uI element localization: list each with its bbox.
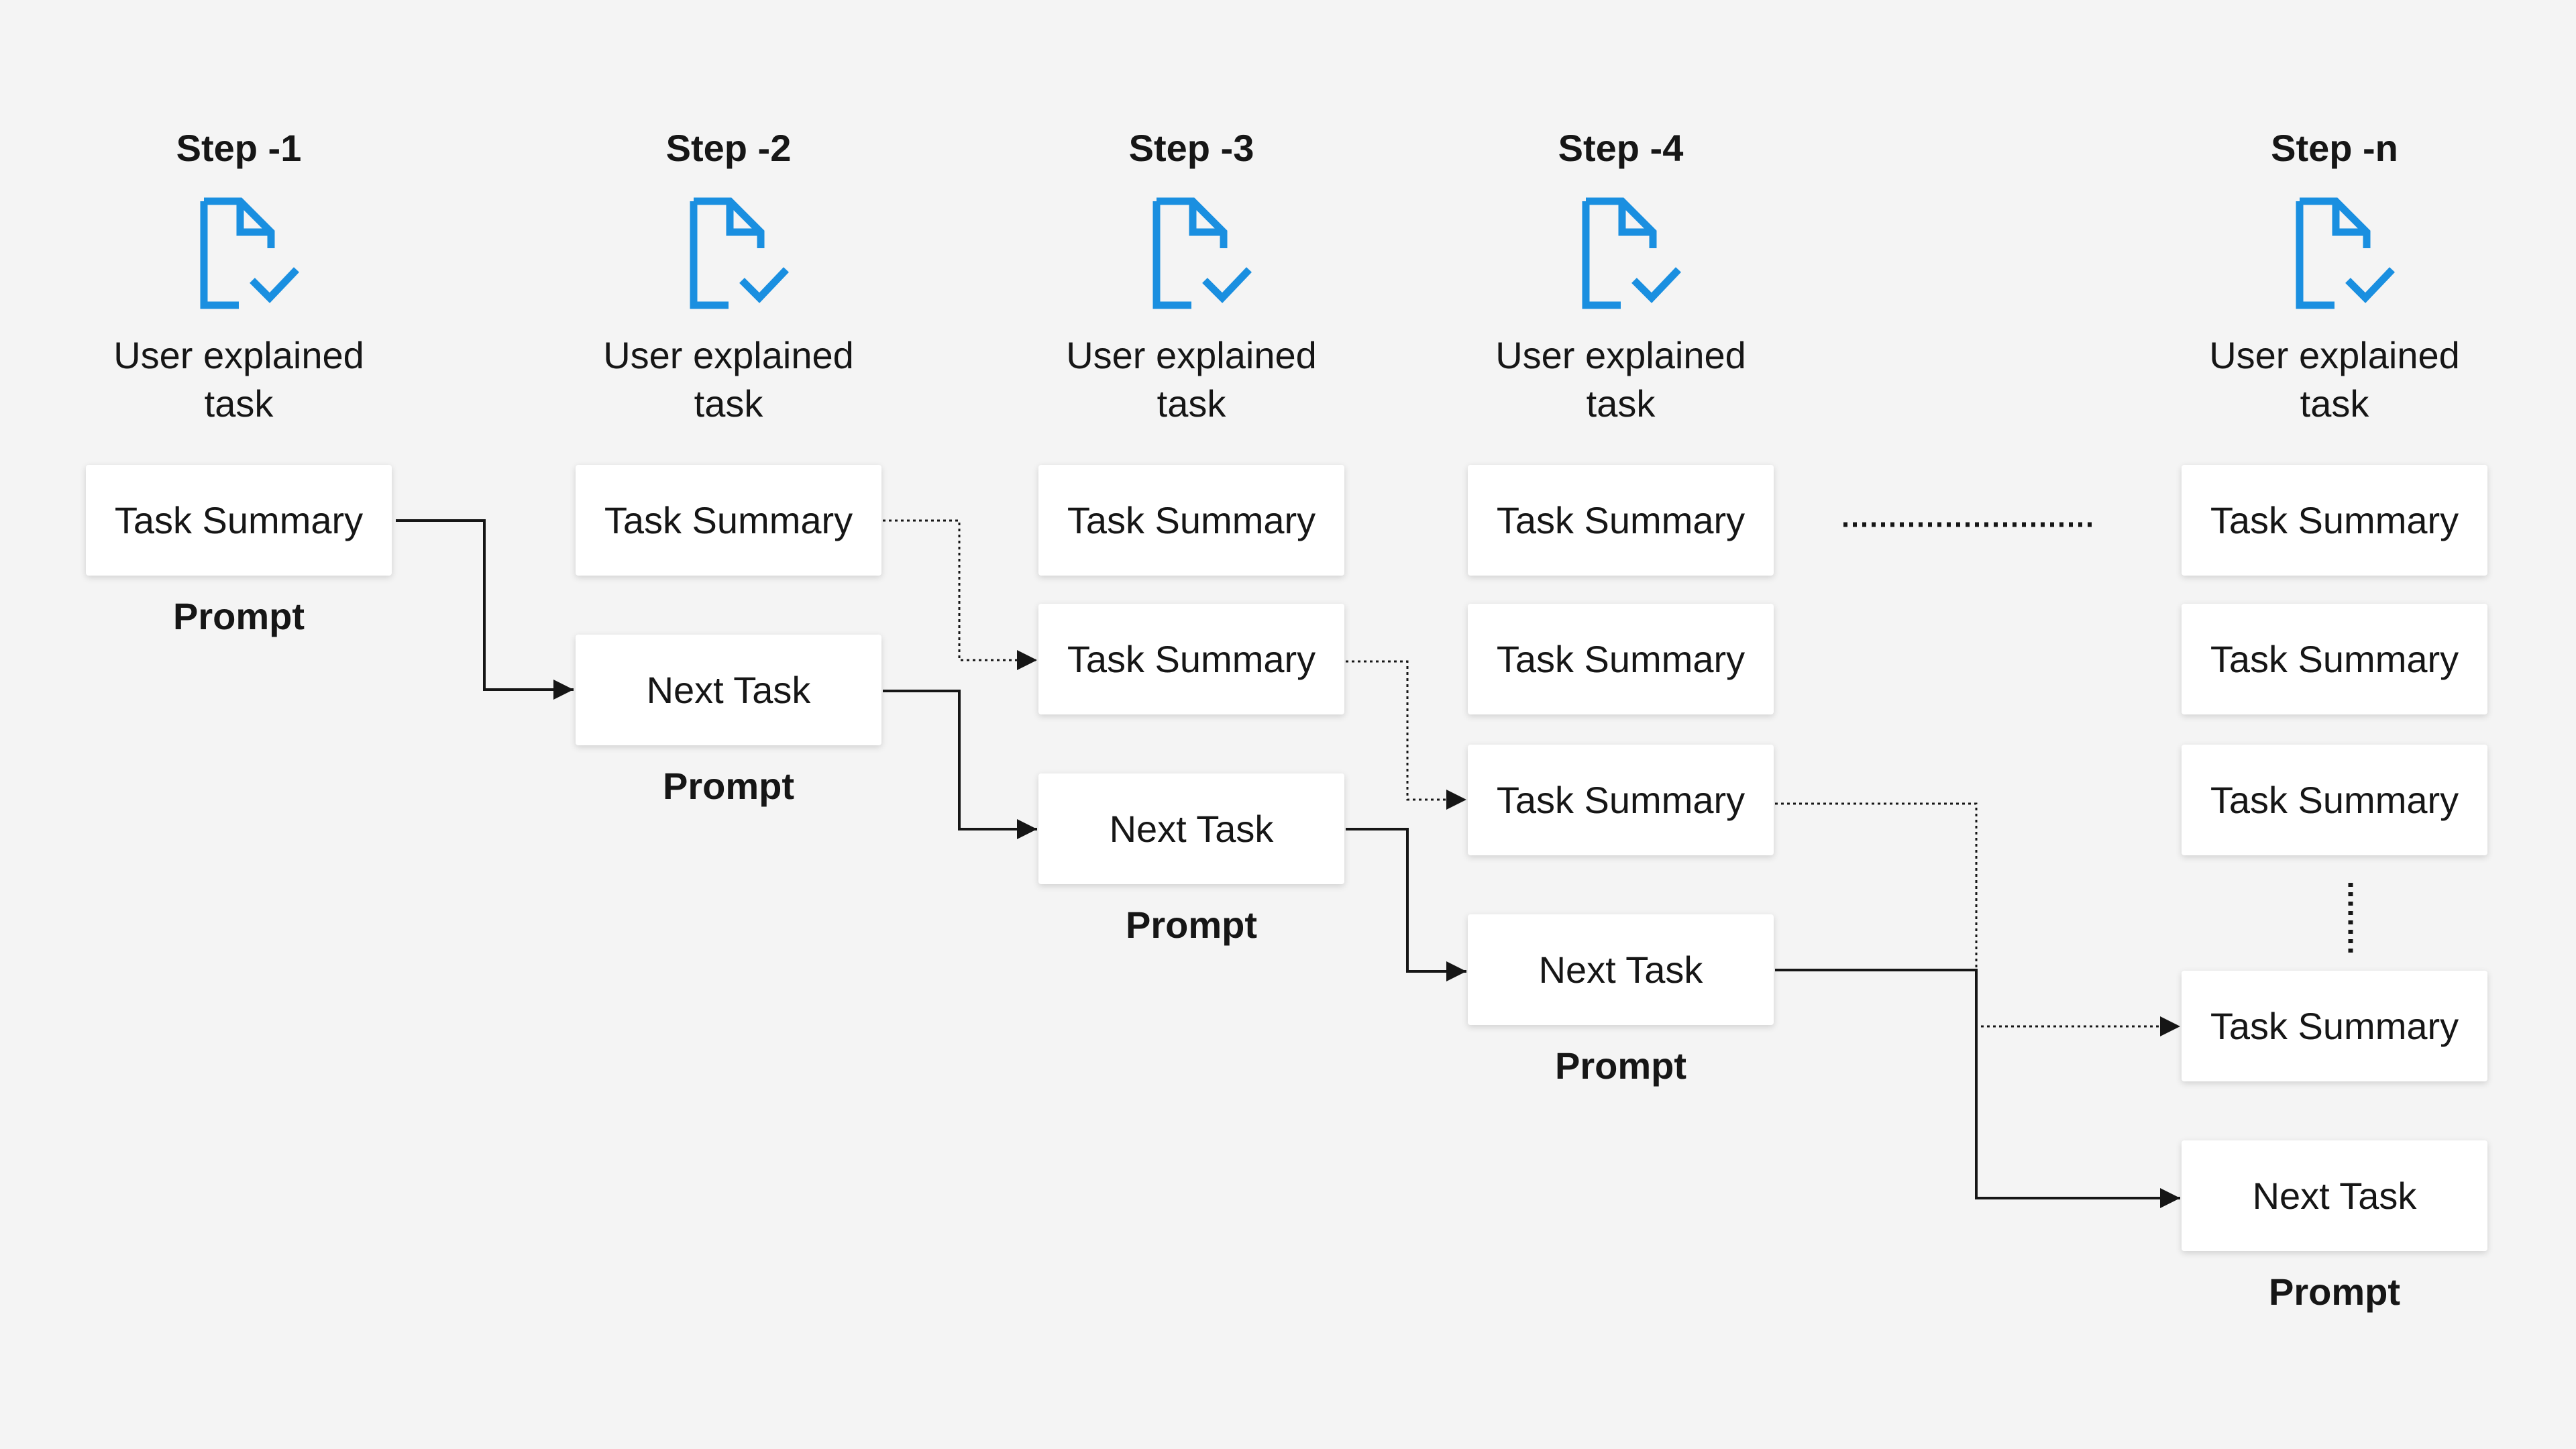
step-caption-line: task [694, 382, 763, 425]
prompt-label: Prompt [2269, 1271, 2400, 1313]
task-summary-box: Task Summary [2182, 971, 2487, 1081]
connector-solid-1 [396, 519, 574, 700]
step-caption-line: task [1586, 382, 1656, 425]
task-summary-box: Task Summary [2182, 745, 2487, 855]
connector-solid-3 [1346, 828, 1466, 981]
step-caption-line: User explained [1495, 334, 1746, 376]
prompt-label: Prompt [173, 595, 305, 637]
task-summary-box: Task Summary [1468, 745, 1774, 855]
step-caption-line: task [2300, 382, 2369, 425]
step-title: Step -1 [176, 127, 302, 169]
step-caption-line: task [204, 382, 274, 425]
document-check-icon [1579, 195, 1686, 312]
task-summary-box: Task Summary [1468, 465, 1774, 576]
prompt-label: Prompt [1126, 904, 1257, 946]
step-caption-line: User explained [2209, 334, 2460, 376]
step-title: Step -3 [1128, 127, 1254, 169]
task-summary-box: Task Summary [576, 465, 881, 576]
task-summary-box: Task Summary [2182, 604, 2487, 714]
prompt-label: Prompt [663, 765, 794, 807]
step-caption: User explained task [1017, 331, 1366, 428]
task-summary-box: Task Summary [1038, 465, 1344, 576]
document-check-icon [197, 195, 305, 312]
task-summary-box: Task Summary [1468, 604, 1774, 714]
connector-dotted-2 [1346, 660, 1466, 810]
document-check-icon [1150, 195, 1257, 312]
step-caption: User explained task [2160, 331, 2509, 428]
step-caption: User explained task [1446, 331, 1795, 428]
step-caption-line: User explained [603, 334, 854, 376]
step-caption-line: task [1157, 382, 1226, 425]
connector-dotted-1 [883, 519, 1037, 670]
step-title: Step -4 [1558, 127, 1684, 169]
step-title: Step -2 [665, 127, 792, 169]
connector-solid-4 [1775, 969, 2180, 1208]
next-task-box: Next Task [1468, 914, 1774, 1025]
task-summary-box: Task Summary [2182, 465, 2487, 576]
task-summary-box: Task Summary [1038, 604, 1344, 714]
document-check-icon [687, 195, 794, 312]
connector-dotted-3 [1775, 802, 2180, 1036]
step-title: Step -n [2271, 127, 2398, 169]
document-check-icon [2293, 195, 2400, 312]
connector-solid-2 [883, 690, 1037, 839]
step-caption: User explained task [64, 331, 413, 428]
step-caption-line: User explained [113, 334, 364, 376]
task-summary-box: Task Summary [86, 465, 392, 576]
step-caption-line: User explained [1066, 334, 1317, 376]
next-task-box: Next Task [1038, 773, 1344, 884]
next-task-box: Next Task [576, 635, 881, 745]
step-caption: User explained task [554, 331, 903, 428]
next-task-box: Next Task [2182, 1140, 2487, 1251]
prompt-label: Prompt [1555, 1044, 1686, 1087]
